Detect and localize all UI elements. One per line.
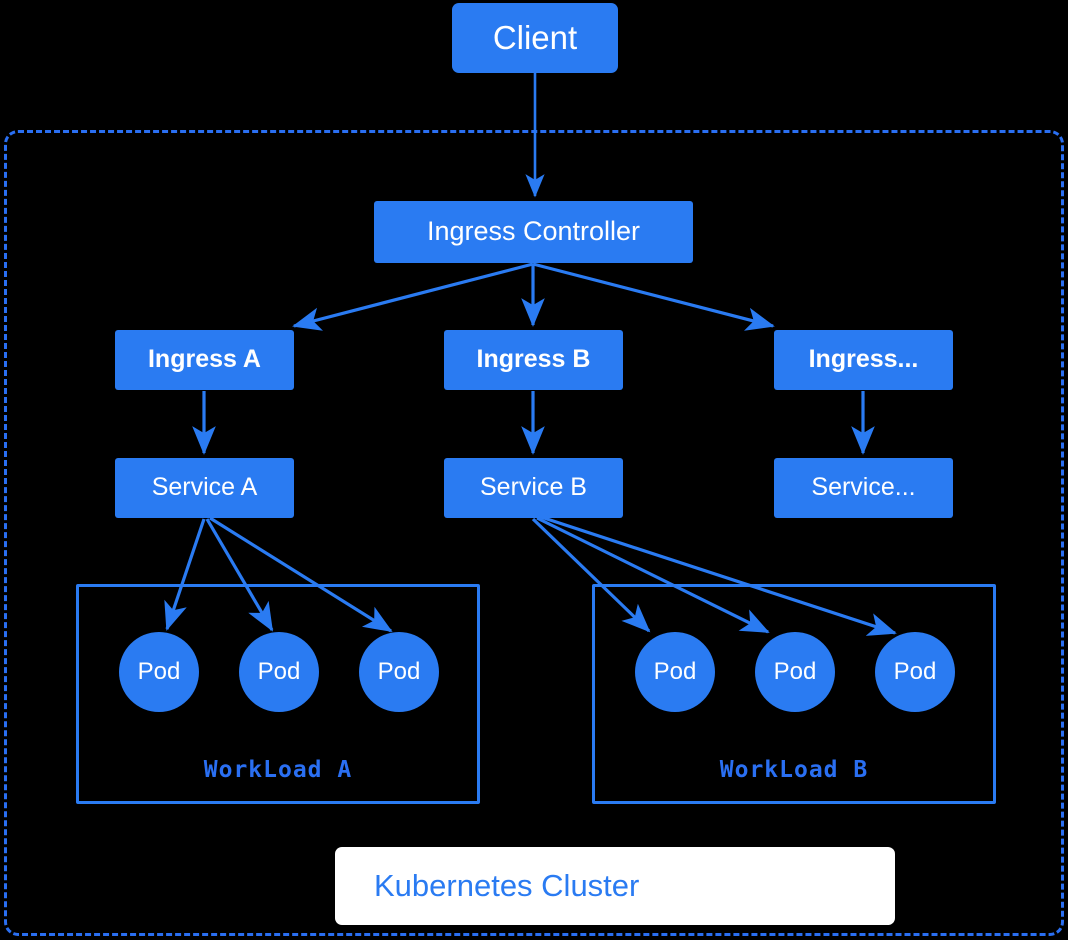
- pod-a3[interactable]: Pod: [359, 632, 439, 712]
- node-ingress-controller[interactable]: Ingress Controller: [374, 201, 693, 263]
- node-ingress-more[interactable]: Ingress...: [774, 330, 953, 390]
- node-service-a-label: Service A: [151, 473, 258, 502]
- pod-a2[interactable]: Pod: [239, 632, 319, 712]
- workload-a-container: [76, 584, 480, 804]
- node-service-b-label: Service B: [480, 473, 587, 502]
- pod-a1[interactable]: Pod: [119, 632, 199, 712]
- node-client-label: Client: [492, 18, 578, 56]
- pod-b3[interactable]: Pod: [875, 632, 955, 712]
- pod-a1-label: Pod: [137, 658, 181, 685]
- pod-b2-label: Pod: [773, 658, 817, 685]
- kubernetes-cluster-label-box: Kubernetes Cluster: [335, 847, 895, 925]
- pod-a2-label: Pod: [257, 658, 301, 685]
- node-ingress-more-label: Ingress...: [808, 345, 919, 374]
- pod-b3-label: Pod: [893, 658, 937, 685]
- node-ingress-controller-label: Ingress Controller: [426, 216, 641, 247]
- node-client[interactable]: Client: [452, 3, 618, 73]
- node-service-more-label: Service...: [811, 473, 916, 502]
- node-ingress-b-label: Ingress B: [476, 345, 591, 374]
- workload-a-label: WorkLoad A: [203, 757, 353, 783]
- node-ingress-a[interactable]: Ingress A: [115, 330, 294, 390]
- node-service-a[interactable]: Service A: [115, 458, 294, 518]
- kubernetes-cluster-label: Kubernetes Cluster: [374, 868, 640, 903]
- pod-b1-label: Pod: [653, 658, 697, 685]
- node-ingress-b[interactable]: Ingress B: [444, 330, 623, 390]
- pod-b1[interactable]: Pod: [635, 632, 715, 712]
- node-service-more[interactable]: Service...: [774, 458, 953, 518]
- pod-a3-label: Pod: [377, 658, 421, 685]
- workload-b-container: [592, 584, 996, 804]
- node-ingress-a-label: Ingress A: [147, 345, 261, 374]
- node-service-b[interactable]: Service B: [444, 458, 623, 518]
- pod-b2[interactable]: Pod: [755, 632, 835, 712]
- workload-b-label: WorkLoad B: [719, 757, 869, 783]
